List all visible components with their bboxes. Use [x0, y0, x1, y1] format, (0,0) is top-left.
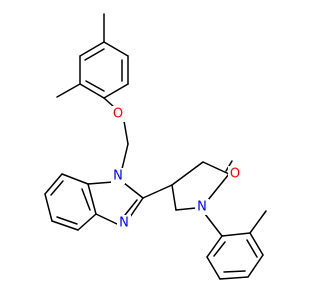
bond-c3-c2: [202, 161, 230, 175]
bond-aryl2-b: [249, 232, 264, 256]
bond-aryl2-e: [206, 256, 221, 280]
bond-aryl2-c: [247, 254, 264, 278]
atom-o-carbonyl: O: [230, 167, 240, 182]
bond-c2-n: [207, 173, 230, 201]
bond-c2-c4: [142, 184, 173, 199]
bond-c5-c4: [171, 184, 177, 211]
bond-aryl2-inner-c: [213, 241, 226, 257]
bond-benzo-a: [61, 173, 89, 185]
bond-aryl1-e: [103, 83, 129, 99]
bond-c3a-c7a: [87, 183, 97, 215]
bond-c4-c3: [171, 161, 204, 186]
bond-benzo-c: [44, 193, 53, 222]
bond-benzo-e: [77, 213, 97, 231]
bond-n-c5: [175, 207, 197, 211]
bond-aryl1-f: [79, 83, 105, 99]
bond-c2-n3: [129, 197, 144, 218]
bond-aryl1-inner-a: [84, 48, 105, 61]
atom-n1-benzimidazole: N: [113, 169, 123, 184]
bond-ch2-ch2: [121, 143, 129, 170]
bond-aryl2-inner-a: [246, 239, 258, 258]
bond-aryl2-inner-b: [223, 270, 246, 273]
bond-benzo-b: [44, 173, 63, 195]
bond-benzo-inner-b: [56, 216, 78, 225]
bond-n1-c7a: [87, 181, 114, 185]
bond-ortho-methyl: [249, 210, 267, 234]
bond-o-ch2: [123, 120, 129, 145]
bond-benzo-d: [51, 220, 79, 231]
bond-c-o: [103, 97, 115, 108]
bond-aryl2-d: [219, 276, 249, 280]
bond-layer: [44, 13, 267, 280]
bond-aryl1-inner-c: [85, 80, 105, 92]
bond-benzo-inner-a: [50, 180, 64, 196]
bond-methyl-a: [56, 83, 81, 98]
bond-n-aryl: [204, 213, 223, 237]
bond-benzo-inner-c: [81, 188, 91, 211]
atom-n-lactam: N: [197, 200, 207, 215]
atom-o-ether: O: [113, 107, 123, 122]
bond-aryl1-c: [103, 41, 129, 57]
atom-labels: O N N N O: [111, 106, 242, 231]
bond-aryl1-b: [79, 41, 105, 57]
bond-aryl2-a: [221, 232, 251, 237]
atom-n3-benzimidazole: N: [119, 216, 129, 231]
bond-n1-c2: [123, 182, 144, 199]
molecule-structure: O N N N O: [44, 13, 267, 280]
bond-c2-n3-double: [124, 199, 138, 216]
bond-aryl2-f: [206, 235, 223, 258]
bond-n3-c3a: [95, 213, 118, 225]
